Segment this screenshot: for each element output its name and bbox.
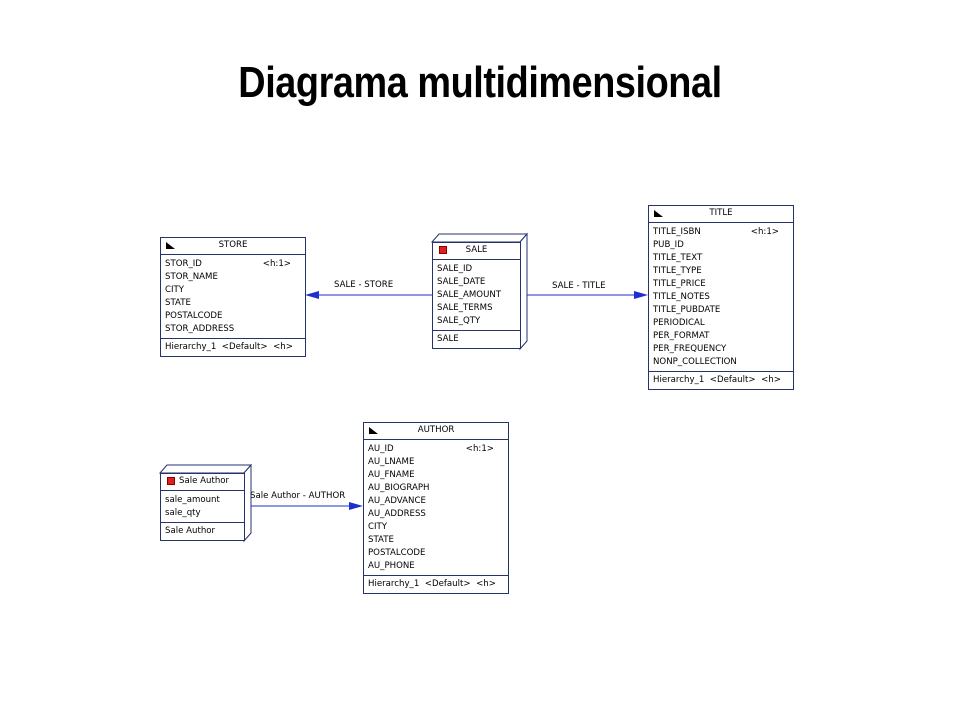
title-dimension[interactable]: TITLE TITLE_ISBN<h:1> PUB_ID TITLE_TEXT …: [648, 205, 794, 390]
attribute-row[interactable]: AU_PHONE: [368, 561, 415, 571]
attribute-row[interactable]: AU_BIOGRAPH: [368, 483, 430, 493]
attribute-row[interactable]: PER_FORMAT: [653, 331, 710, 341]
sale-author-measures: sale_amount sale_qty: [161, 491, 244, 523]
measure-row[interactable]: SALE_TERMS: [437, 303, 493, 313]
sale-cube-top: [430, 233, 529, 243]
attribute-row[interactable]: TITLE_PUBDATE: [653, 305, 721, 315]
key-tag: <h:1>: [750, 227, 779, 237]
dimension-icon: [654, 210, 663, 217]
dimension-icon: [166, 242, 175, 249]
attribute-row[interactable]: PERIODICAL: [653, 318, 705, 328]
link-label-sale-author-author: Sale Author - AUTHOR: [250, 491, 346, 501]
title-name: TITLE: [709, 208, 733, 218]
sale-author-name: Sale Author: [179, 476, 230, 486]
store-header: STORE: [161, 238, 305, 255]
measure-row[interactable]: SALE_ID: [437, 264, 473, 274]
attribute-row[interactable]: AU_ID<h:1>: [368, 444, 494, 454]
attribute-row[interactable]: TITLE_NOTES: [653, 292, 710, 302]
store-attributes: STOR_ID<h:1> STOR_NAME CITY STATE POSTAL…: [161, 255, 305, 339]
sale-header: SALE: [433, 243, 520, 260]
measure-row[interactable]: SALE_QTY: [437, 316, 481, 326]
sale-author-fact[interactable]: Sale Author sale_amount sale_qty Sale Au…: [160, 473, 245, 541]
sale-measures: SALE_ID SALE_DATE SALE_AMOUNT SALE_TERMS…: [433, 260, 520, 331]
attribute-row[interactable]: CITY: [368, 522, 388, 532]
sale-author-cube-top: [158, 464, 253, 474]
attribute-row[interactable]: PER_FREQUENCY: [653, 344, 727, 354]
measure-row[interactable]: SALE_DATE: [437, 277, 486, 287]
author-name: AUTHOR: [417, 425, 455, 435]
attribute-row[interactable]: AU_ADVANCE: [368, 496, 426, 506]
attribute-row[interactable]: AU_LNAME: [368, 457, 415, 467]
author-header: AUTHOR: [364, 423, 508, 440]
measure-row[interactable]: SALE_AMOUNT: [437, 290, 502, 300]
measure-row[interactable]: sale_amount: [165, 495, 220, 505]
attribute-row[interactable]: STATE: [368, 535, 394, 545]
author-hierarchy[interactable]: Hierarchy_1 <Default> <h>: [368, 579, 496, 589]
title-hierarchy[interactable]: Hierarchy_1 <Default> <h>: [653, 375, 781, 385]
measure-row[interactable]: sale_qty: [165, 508, 201, 518]
sale-title-arrow: [634, 291, 648, 299]
store-hierarchy[interactable]: Hierarchy_1 <Default> <h>: [165, 342, 293, 352]
author-dimension[interactable]: AUTHOR AU_ID<h:1> AU_LNAME AU_FNAME AU_B…: [363, 422, 509, 594]
link-label-sale-title: SALE - TITLE: [552, 281, 606, 291]
attribute-row[interactable]: POSTALCODE: [368, 548, 426, 558]
author-attributes: AU_ID<h:1> AU_LNAME AU_FNAME AU_BIOGRAPH…: [364, 440, 508, 576]
cube-icon: [167, 477, 175, 485]
sale-name: SALE: [465, 245, 488, 255]
sale-footer: SALE: [437, 334, 459, 344]
page-title: Diagrama multidimensional: [238, 58, 722, 107]
sale-cube-side: [519, 232, 528, 351]
sale-store-arrow: [305, 291, 319, 299]
attribute-row[interactable]: CITY: [165, 285, 185, 295]
key-tag: <h:1>: [262, 259, 291, 269]
attribute-row[interactable]: TITLE_TYPE: [653, 266, 702, 276]
attribute-row[interactable]: TITLE_PRICE: [653, 279, 706, 289]
attribute-row[interactable]: PUB_ID: [653, 240, 684, 250]
cube-icon: [439, 246, 447, 254]
attribute-row[interactable]: STOR_NAME: [165, 272, 218, 282]
title-attributes: TITLE_ISBN<h:1> PUB_ID TITLE_TEXT TITLE_…: [649, 223, 793, 372]
store-name: STORE: [218, 240, 248, 250]
attribute-row[interactable]: STATE: [165, 298, 191, 308]
attribute-row[interactable]: TITLE_TEXT: [653, 253, 703, 263]
attribute-row[interactable]: TITLE_ISBN<h:1>: [653, 227, 779, 237]
sale-author-cube-side: [243, 463, 252, 543]
store-dimension[interactable]: STORE STOR_ID<h:1> STOR_NAME CITY STATE …: [160, 237, 306, 357]
attribute-row[interactable]: STOR_ADDRESS: [165, 324, 235, 334]
attribute-row[interactable]: NONP_COLLECTION: [653, 357, 737, 367]
key-tag: <h:1>: [465, 444, 494, 454]
dimension-icon: [369, 427, 378, 434]
title-header: TITLE: [649, 206, 793, 223]
sale-author-footer: Sale Author: [165, 526, 216, 536]
attribute-row[interactable]: POSTALCODE: [165, 311, 223, 321]
link-label-sale-store: SALE - STORE: [334, 280, 394, 290]
sale-author-header: Sale Author: [161, 474, 244, 491]
attribute-row[interactable]: AU_ADDRESS: [368, 509, 426, 519]
sale-fact[interactable]: SALE SALE_ID SALE_DATE SALE_AMOUNT SALE_…: [432, 242, 521, 349]
attribute-row[interactable]: STOR_ID<h:1>: [165, 259, 291, 269]
sale-author-author-arrow: [349, 502, 363, 510]
attribute-row[interactable]: AU_FNAME: [368, 470, 415, 480]
